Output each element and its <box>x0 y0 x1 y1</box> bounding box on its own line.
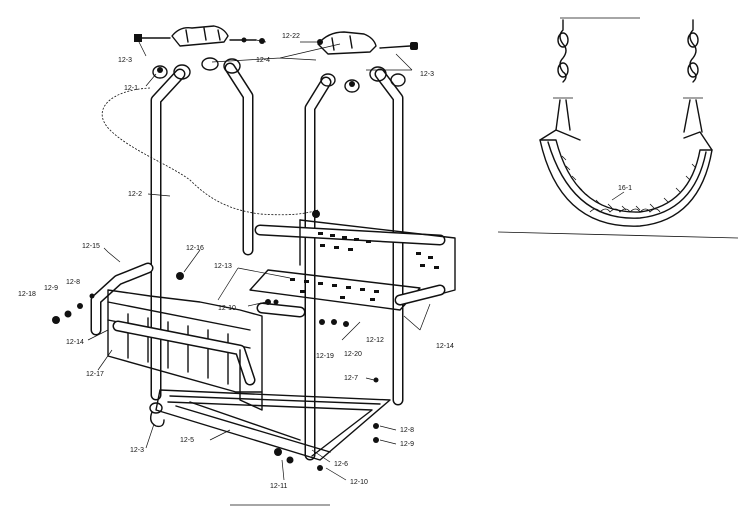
rear-seat-perforations <box>290 232 439 301</box>
label-12-22: 12-22 <box>282 33 300 40</box>
label-12-10-bottom: 12-10 <box>350 479 368 486</box>
label-12-3-top-right: 12-3 <box>420 71 434 78</box>
label-12-18: 12-18 <box>18 291 36 298</box>
label-12-13: 12-13 <box>214 263 232 270</box>
leader-lines <box>87 39 431 481</box>
foot-platform <box>149 389 391 461</box>
label-12-11: 12-11 <box>270 483 287 490</box>
label-12-8-left: 12-8 <box>66 279 80 286</box>
label-12-7: 12-7 <box>344 375 358 382</box>
label-12-14-left: 12-14 <box>66 339 84 346</box>
label-12-19: 12-19 <box>316 353 334 360</box>
label-12-17: 12-17 <box>86 371 104 378</box>
front-seat <box>90 262 306 411</box>
label-12-12: 12-12 <box>366 337 384 344</box>
label-12-4-top: 12-4 <box>256 57 270 64</box>
support-chain <box>101 87 319 216</box>
label-12-3-bottom: 12-3 <box>130 447 144 454</box>
label-12-10-middle: 12-10 <box>218 305 236 312</box>
label-12-5: 12-5 <box>180 437 194 444</box>
swing-seat-inset <box>497 17 739 239</box>
label-12-16: 12-16 <box>186 245 204 252</box>
label-12-9-left: 12-9 <box>44 285 58 292</box>
label-12-3-top-left: 12-3 <box>118 57 132 64</box>
label-12-8-right: 12-8 <box>400 427 414 434</box>
top-hanger-brackets <box>134 25 418 55</box>
rear-seat <box>249 219 456 311</box>
part-number-labels: 12-3 12-22 12-4 12-3 12-1 12-2 12-15 12-… <box>18 33 632 490</box>
label-16-1: 16-1 <box>618 185 632 192</box>
label-12-15: 12-15 <box>82 243 100 250</box>
label-12-14-right: 12-14 <box>436 343 454 350</box>
label-12-6: 12-6 <box>334 461 348 468</box>
label-12-2: 12-2 <box>128 191 142 198</box>
hardware-fasteners <box>52 67 379 471</box>
label-12-9-right: 12-9 <box>400 441 414 448</box>
label-12-1: 12-1 <box>124 85 138 92</box>
label-12-20: 12-20 <box>344 351 362 358</box>
